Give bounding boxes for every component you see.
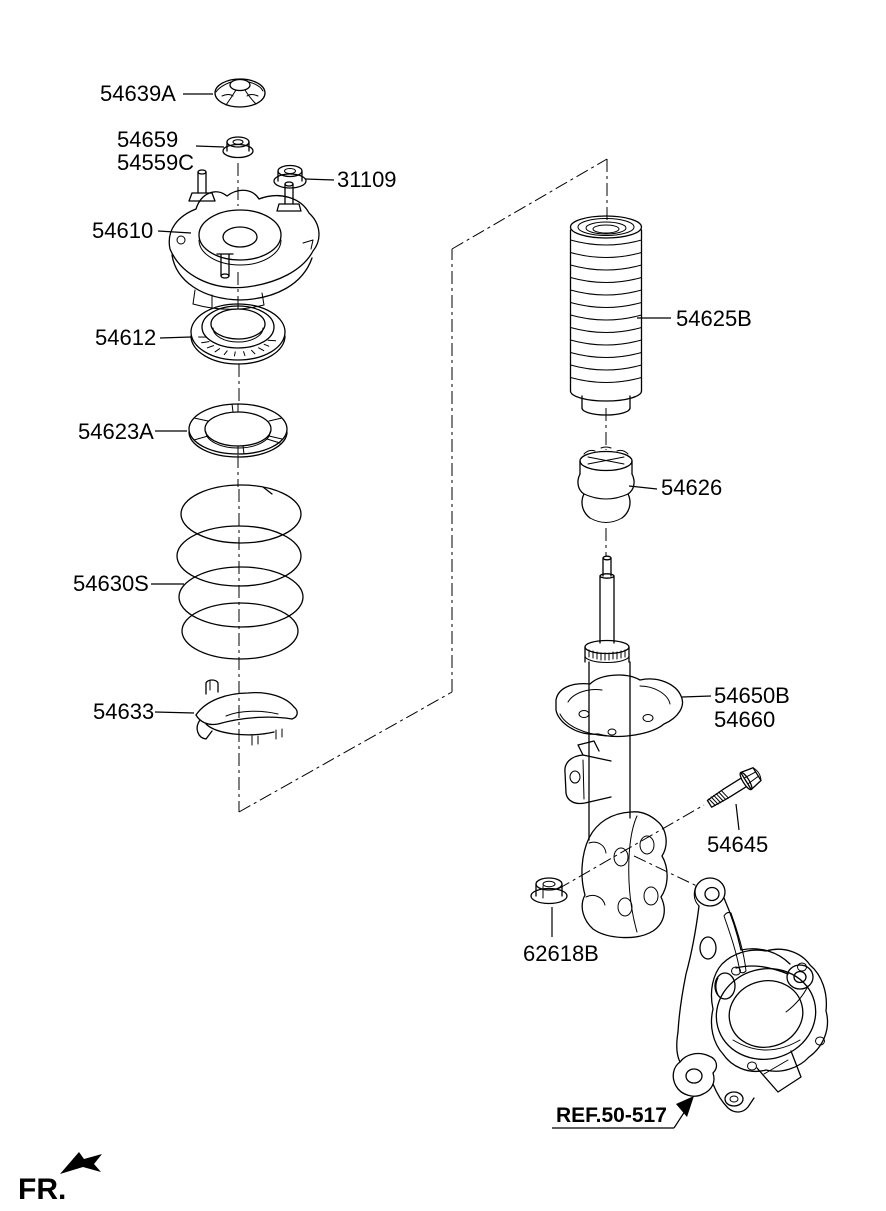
callout-coil-spring[interactable]: 54630S [73,571,149,596]
coil-spring-drawing [176,484,304,660]
strut-mount-drawing [168,169,320,310]
bump-stopper-drawing [577,446,635,523]
callout-cap[interactable]: 54639A [100,81,176,106]
spring-lower-pad-drawing [195,679,298,746]
strut-assembly-drawing [555,555,684,939]
callout-spring-lower-pad[interactable]: 54633 [93,699,154,724]
callout-dust-cover[interactable]: 54625B [676,306,752,331]
spring-upper-seat-drawing [188,403,288,458]
callout-strut-assembly-alt[interactable]: 54660 [714,707,775,732]
leader-lines [151,93,740,937]
strut-bearing-drawing [190,303,286,365]
callout-self-lock-nut-alt[interactable]: 54559C [117,150,194,175]
callout-spring-upper-seat[interactable]: 54623A [78,419,154,444]
callout-knuckle-ref[interactable]: REF.50-517 [556,1104,667,1127]
callout-flange-nut[interactable]: 31109 [337,167,397,192]
self-lock-nut-drawing [222,136,254,159]
steering-knuckle-drawing [672,877,829,1113]
callout-knuckle-nut[interactable]: 62618B [523,941,599,966]
callout-knuckle-bolt[interactable]: 54645 [707,832,768,857]
knuckle-nut-drawing [530,877,568,905]
callout-strut-mount[interactable]: 54610 [92,218,153,243]
callout-self-lock-nut[interactable]: 54659 [117,127,178,152]
dust-cover-drawing [569,215,643,416]
front-direction-arrow [60,1152,102,1174]
callout-strut-assembly[interactable]: 54650B [714,683,790,708]
knuckle-bolt-drawing [706,767,762,808]
callout-bump-stopper[interactable]: 54626 [661,475,722,500]
flange-nut-drawing [273,164,307,189]
strut-cap-drawing [214,78,266,108]
ref-arrow [552,1096,694,1129]
callout-strut-bearing[interactable]: 54612 [95,325,156,350]
front-marker-label: FR. [18,1173,66,1206]
center-lines [237,158,705,890]
